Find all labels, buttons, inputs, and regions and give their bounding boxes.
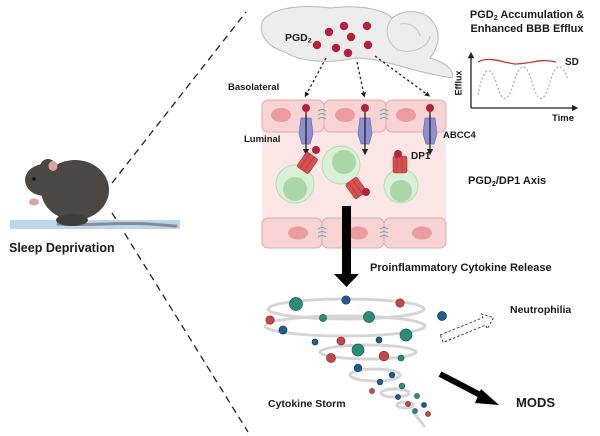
cytokine-dot xyxy=(395,394,401,400)
sleep-deprivation-label: Sleep Deprivation xyxy=(9,241,115,255)
immune-cell-icon xyxy=(321,145,370,199)
tight-junction-icon xyxy=(379,109,389,120)
abcc4-transporter-icon xyxy=(357,104,373,156)
cytokine-dot xyxy=(311,338,319,346)
mods-arrow xyxy=(438,371,499,405)
cytokine-dot xyxy=(326,353,336,363)
dp1-receptor-icon xyxy=(297,151,318,174)
diffusion-arrow xyxy=(304,57,327,98)
cytokine-dot xyxy=(265,315,275,325)
mouse-icon xyxy=(10,159,180,229)
pgd2-molecules xyxy=(312,21,373,58)
abcc4-label: ABCC4 xyxy=(443,130,476,141)
endothelial-layer-bottom xyxy=(261,217,447,249)
cytokine-dot xyxy=(351,343,365,357)
pgd2-dp1-axis-label: PGD2/DP1 Axis xyxy=(468,175,547,188)
release-arrow xyxy=(334,206,359,287)
cytokine-dot xyxy=(376,378,384,386)
brain-icon xyxy=(260,6,454,79)
dp1-receptor-icon xyxy=(345,177,367,199)
endothelial-cell xyxy=(385,99,447,133)
immune-cell-icon xyxy=(383,150,419,204)
cytokine-dot xyxy=(405,401,411,407)
zoom-line-upper xyxy=(111,11,247,184)
mods-label: MODS xyxy=(516,395,555,410)
pgd2-dot xyxy=(362,21,372,31)
neutrophilia-label: Neutrophilia xyxy=(510,304,572,316)
diffusion-arrow xyxy=(356,61,367,98)
tight-junction-icon xyxy=(317,227,327,238)
efflux-axis-label: Efflux xyxy=(453,70,464,96)
sd-efflux-line xyxy=(477,58,557,65)
abcc4-transporters xyxy=(298,104,438,156)
cytokine-dot xyxy=(395,298,405,308)
cytokine-dots xyxy=(265,295,447,417)
cytokine-dot xyxy=(341,295,351,305)
pgd2-dot xyxy=(331,43,341,53)
cytokine-dot xyxy=(397,354,405,362)
cytokine-dot xyxy=(278,325,288,335)
abcc4-transporter-icon xyxy=(298,104,314,156)
immune-cell-icon xyxy=(275,146,320,204)
cytokine-dot xyxy=(412,408,418,414)
cytokine-storm-label: Cytokine Storm xyxy=(268,398,346,410)
cytokine-dot xyxy=(421,402,427,408)
neutrophilia-arrow xyxy=(439,313,495,343)
sd-label: SD xyxy=(565,57,579,68)
cytokine-dot xyxy=(399,328,413,342)
endothelial-cell xyxy=(323,99,387,133)
cytokine-dot xyxy=(398,382,406,390)
basolateral-label: Basolateral xyxy=(228,82,280,93)
cytokine-dot xyxy=(388,371,396,379)
cytokine-dot xyxy=(425,411,431,417)
cytokine-dot xyxy=(378,350,390,362)
cytokine-dot xyxy=(289,297,303,311)
efflux-chart xyxy=(467,51,579,112)
cytokine-dot xyxy=(437,311,447,321)
time-axis-label: Time xyxy=(552,113,575,124)
tight-junction-icon xyxy=(379,227,389,238)
tight-junction-icon xyxy=(317,109,327,120)
accumulation-title-line1: PGD2 Accumulation & xyxy=(469,9,585,22)
cytokine-release-label: Proinflammatory Cytokine Release xyxy=(370,262,552,274)
control-efflux-line xyxy=(477,66,569,100)
pgd2-dot xyxy=(312,40,322,50)
zoom-line-lower xyxy=(111,212,249,433)
pgd2-dot xyxy=(324,27,334,37)
cytokine-tornado-icon xyxy=(263,297,427,428)
accumulation-title: PGD2 Accumulation & Enhanced BBB Efflux xyxy=(455,8,599,36)
cytokine-dot xyxy=(369,388,375,394)
immune-cells xyxy=(275,145,419,204)
pgd2-dot xyxy=(339,21,349,31)
accumulation-title-line2: Enhanced BBB Efflux xyxy=(470,23,584,35)
dp1-receptor-icon xyxy=(392,155,408,174)
cytokine-dot xyxy=(336,336,346,346)
cytokine-dot xyxy=(414,393,420,399)
diffusion-arrow xyxy=(374,55,431,97)
endothelial-layer-top xyxy=(261,99,447,133)
cytokine-dot xyxy=(319,314,327,322)
luminal-label: Luminal xyxy=(244,134,281,145)
dp1-label: DP1 xyxy=(411,151,431,162)
abcc4-transporter-icon xyxy=(422,104,438,156)
cytokine-dot xyxy=(363,311,375,323)
pgd2-dot xyxy=(363,40,373,50)
pgd2-label: PGD2 xyxy=(285,32,312,45)
cytokine-dot xyxy=(353,363,363,373)
pgd2-dot xyxy=(343,48,353,58)
cytokine-dot xyxy=(375,336,383,344)
pgd2-dot xyxy=(346,32,356,42)
